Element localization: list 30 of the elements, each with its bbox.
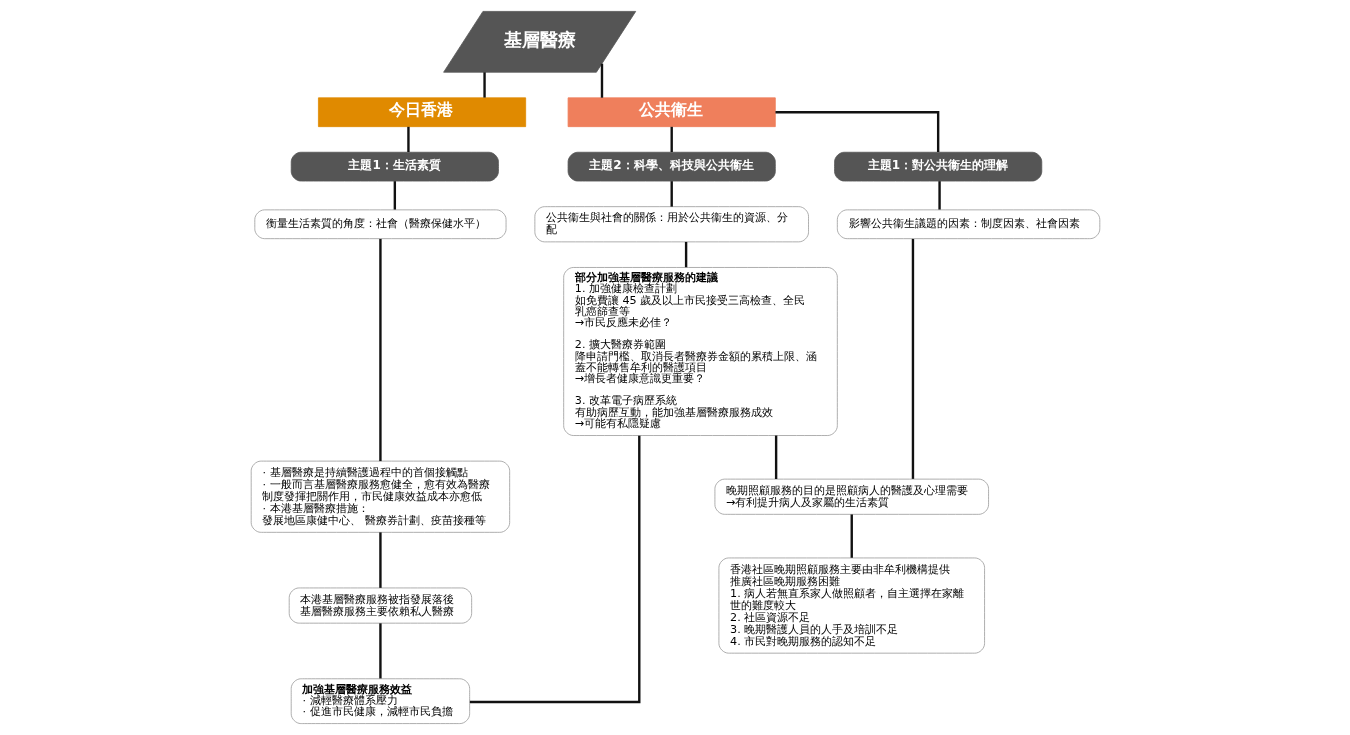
node-box: 部分加強基層醫療服務的建議 1. 加強健康檢查計劃 如免費讓 45 歲及以上市民接受三高檢查、全民乳癌篩查等 →市民反應未必佳？ 2. 擴大醫療券範圍 降申請門檻、取消長者醫療券金額的累積上限、涵蓋不能轉售牟利的醫護項目 →增長者健康意識更重要？ 3. 改革電子病歷系統 有助病歷互動，能加強基層醫療服務成效 →可能有私隱疑慮: [562, 267, 838, 436]
connector: [406, 126, 410, 153]
connector: [775, 111, 939, 153]
node-box: 主題2：科學、科技與公共衞生: [567, 151, 776, 182]
connector: [911, 238, 914, 479]
connector: [670, 126, 673, 153]
node-box: 晚期照顧服務的目的是照顧病人的醫護及心理需要 →有利提升病人及家屬的生活素質: [714, 478, 989, 515]
connector: [774, 435, 777, 479]
node-box: 今日香港: [317, 97, 526, 128]
connector: [378, 238, 382, 462]
connector: [378, 623, 382, 679]
node-box: 本港基層醫療服務被指發展落後 基層醫療服務主要依賴私人醫療: [288, 587, 472, 624]
node-box: 主題1：對公共衞生的理解: [833, 151, 1042, 182]
connector: [850, 514, 853, 558]
connector: [393, 181, 396, 210]
connector: [670, 181, 673, 207]
node-box: 衡量生活素質的角度：社會（醫療保健水平）: [253, 209, 506, 240]
connector: [482, 72, 486, 98]
node-box: 影響公共衞生議題的因素：制度因素、社會因素: [836, 209, 1100, 240]
node-box: 公共衞生: [567, 97, 776, 128]
connector: [378, 532, 382, 588]
connector: [600, 63, 603, 98]
connector: [469, 435, 640, 704]
node-box: 公共衞生與社會的關係：用於公共衞生的資源、分配: [533, 206, 809, 243]
connector: [937, 181, 941, 210]
node-box: 加強基層醫療服務效益 · 減輕醫療體系壓力 · 促進市民健康，減輕市民負擔: [290, 678, 470, 724]
node-box: 主題1：生活素質: [290, 151, 499, 182]
node-box: · 基層醫療是持續醫護過程中的首個接觸點 · 一般而言基層醫療服務愈健全，愈有效為醫療制度發揮把關作用，市民健康效益成本亦愈低 · 本港基層醫療措施： 發展地區康健中心、 醫療券計劃、疫苗接種等: [250, 460, 510, 533]
node-box: 香港社區晚期照顧服務主要由非牟利機構提供 推廣社區晚期服務困難 1. 病人若無直系家人做照顧者，自主選擇在家離世的難度較大 2. 社區資源不足 3. 晚期醫護人員的人手及培訓不足 4. 市民對晚期服務的認知不足: [718, 557, 985, 654]
connector: [684, 241, 687, 268]
